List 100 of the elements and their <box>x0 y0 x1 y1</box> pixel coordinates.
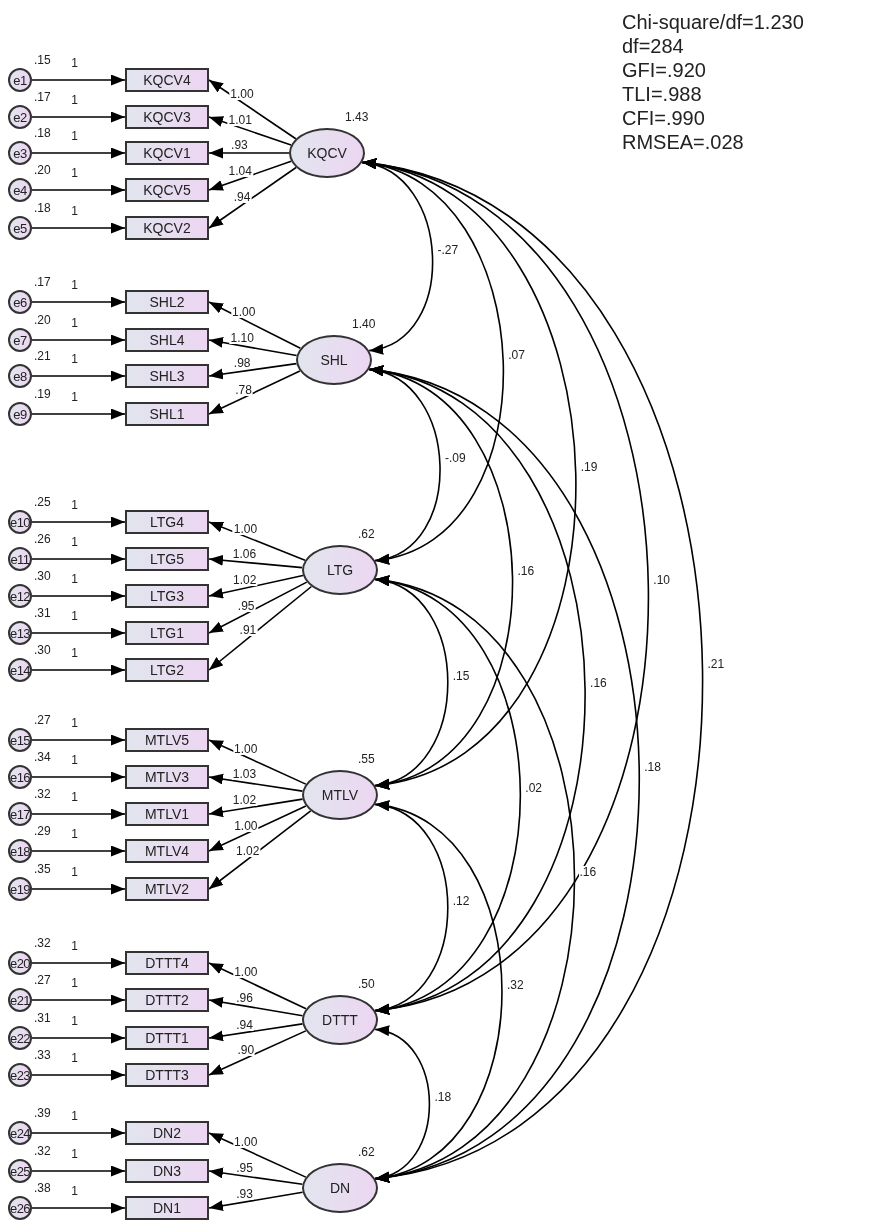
path-arrow <box>208 166 297 229</box>
edge-label: .10 <box>652 573 671 586</box>
observed-variable-box: LTG3 <box>125 584 209 608</box>
variance-label: .32 <box>34 1145 51 1157</box>
path-arrow <box>31 184 126 196</box>
variance-label: .50 <box>358 978 375 990</box>
path-arrow <box>208 554 303 569</box>
variance-label: .18 <box>34 202 51 214</box>
path-arrow <box>31 1202 126 1214</box>
latent-variable-ellipse: KQCV <box>289 128 365 178</box>
variance-label: .19 <box>34 388 51 400</box>
path-arrow <box>208 160 292 191</box>
edge-label: 1 <box>70 1110 79 1122</box>
path-arrow <box>31 1127 126 1139</box>
variance-label: .27 <box>34 714 51 726</box>
edge-label: 1 <box>70 391 79 403</box>
path-arrow <box>208 1191 304 1212</box>
edge-label: 1 <box>70 536 79 548</box>
edge-label: 1 <box>70 977 79 989</box>
error-circle: e22 <box>8 1026 32 1050</box>
edge-label: .96 <box>235 991 254 1004</box>
path-arrow <box>208 585 313 671</box>
observed-variable-box: DTTT4 <box>125 951 209 975</box>
edge-label: .94 <box>232 191 252 203</box>
variance-label: .31 <box>34 1012 51 1024</box>
error-circle: e16 <box>8 765 32 789</box>
observed-variable-box: MTLV2 <box>125 877 209 901</box>
observed-variable-box: MTLV5 <box>125 728 209 752</box>
observed-variable-box: DN3 <box>125 1159 209 1183</box>
latent-variable-ellipse: DTTT <box>302 995 378 1045</box>
error-circle: e17 <box>8 802 32 826</box>
error-circle: e9 <box>8 402 32 426</box>
path-arrow <box>31 516 126 528</box>
variance-label: .18 <box>34 127 51 139</box>
edge-label: 1.02 <box>232 574 258 587</box>
fit-statistic: GFI=.920 <box>622 60 706 80</box>
variance-label: .35 <box>34 863 51 875</box>
path-arrow <box>31 1069 126 1081</box>
variance-label: .20 <box>34 314 51 326</box>
edge-label: 1 <box>70 1015 79 1027</box>
observed-variable-box: DTTT3 <box>125 1063 209 1087</box>
edge-label: .32 <box>505 978 525 991</box>
path-arrow <box>208 810 312 890</box>
path-arrow <box>31 734 126 746</box>
edge-label: 1.00 <box>233 1135 259 1148</box>
path-arrow <box>31 957 126 969</box>
variance-label: .62 <box>358 528 375 540</box>
path-arrow <box>31 845 126 857</box>
edge-label: 1 <box>70 717 79 729</box>
path-arrow <box>208 116 292 146</box>
path-arrow <box>31 147 126 159</box>
edge-label: .15 <box>451 669 471 682</box>
edge-label: 1 <box>70 279 79 291</box>
fit-statistic: TLI=.988 <box>622 84 702 104</box>
observed-variable-box: LTG1 <box>125 621 209 645</box>
edge-label: 1 <box>70 1148 79 1160</box>
error-circle: e7 <box>8 328 32 352</box>
path-arrow <box>208 1167 304 1186</box>
edge-label: 1 <box>70 940 79 952</box>
path-arrow <box>31 334 126 346</box>
edge-label: .78 <box>234 383 253 396</box>
variance-label: .21 <box>34 350 51 362</box>
edge-label: .93 <box>230 139 249 151</box>
path-arrow <box>31 296 126 308</box>
path-arrow <box>208 798 304 818</box>
path-arrow <box>208 962 307 1010</box>
edge-label: 1 <box>70 317 79 329</box>
observed-variable-box: KQCV5 <box>125 178 209 202</box>
observed-variable-box: SHL2 <box>125 290 209 314</box>
error-circle: e2 <box>8 105 32 129</box>
edge-label: 1 <box>70 791 79 803</box>
fit-statistic: RMSEA=.028 <box>622 132 744 152</box>
path-arrow <box>31 111 126 123</box>
variance-label: .20 <box>34 164 51 176</box>
path-arrow <box>31 590 126 602</box>
path-arrow <box>208 996 304 1017</box>
variance-label: .29 <box>34 825 51 837</box>
error-circle: e14 <box>8 658 32 682</box>
edge-label: 1 <box>70 57 79 69</box>
edge-label: 1.04 <box>227 165 253 178</box>
path-arrow <box>31 627 126 639</box>
error-circle: e11 <box>8 547 32 571</box>
edge-label: 1 <box>70 647 79 659</box>
error-circle: e15 <box>8 728 32 752</box>
observed-variable-box: DN2 <box>125 1121 209 1145</box>
edge-label: 1.02 <box>231 794 258 807</box>
variance-label: 1.43 <box>345 111 369 123</box>
edge-label: 1.00 <box>233 819 259 832</box>
variance-label: .38 <box>34 1182 51 1194</box>
variance-label: 1.40 <box>352 318 376 330</box>
observed-variable-box: MTLV3 <box>125 765 209 789</box>
path-arrow <box>208 739 307 785</box>
variance-label: .15 <box>34 54 51 66</box>
variance-label: .26 <box>34 533 51 545</box>
observed-variable-box: KQCV3 <box>125 105 209 129</box>
path-arrow <box>31 370 126 382</box>
path-arrow <box>31 808 126 820</box>
edge-label: .94 <box>235 1018 254 1031</box>
edge-label: .90 <box>236 1044 256 1057</box>
observed-variable-box: KQCV1 <box>125 141 209 165</box>
